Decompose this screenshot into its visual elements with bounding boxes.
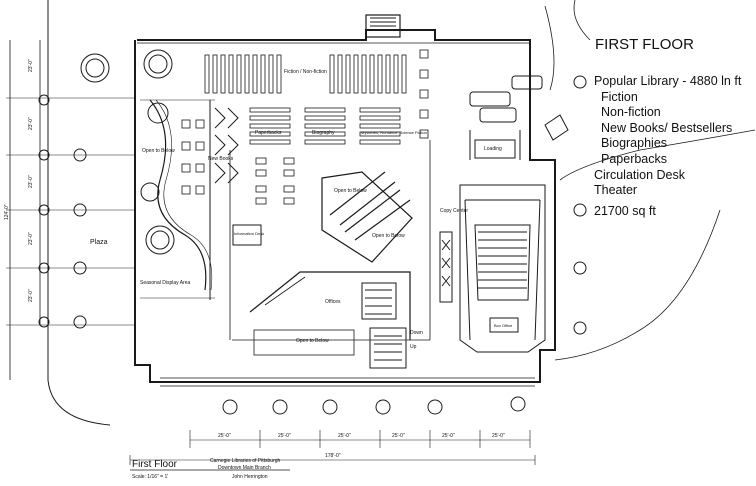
trees xyxy=(38,49,587,415)
dim-bay-1: 25'-0" xyxy=(218,433,231,439)
office-stair xyxy=(361,282,397,320)
road-curve xyxy=(544,0,591,91)
label-information-desk: Information Desk xyxy=(234,231,264,236)
dim-bay-2: 25'-0" xyxy=(278,433,291,439)
new-books-displays xyxy=(214,107,239,184)
legend-title: FIRST FLOOR xyxy=(595,36,694,53)
lower-stair xyxy=(369,327,407,369)
legend-item: Popular Library - 4880 ln ft xyxy=(594,74,742,88)
label-offices: Offices xyxy=(325,299,341,305)
paperback-shelves xyxy=(249,107,401,145)
label-biography: Biography xyxy=(312,130,335,136)
top-stair xyxy=(365,14,401,38)
legend-item: Non-fiction xyxy=(601,105,661,120)
legend-item: Fiction xyxy=(601,89,638,104)
legend-item: Circulation Desk xyxy=(594,167,686,182)
dim-side-2: 23'-0" xyxy=(28,117,34,130)
loading-dock xyxy=(474,139,516,159)
dim-total: 178'-0" xyxy=(325,453,341,459)
dim-side-1: 23'-0" xyxy=(28,59,34,72)
street-curve xyxy=(559,129,756,181)
label-seasonal-display: Seasonal Display Area xyxy=(140,280,191,286)
client-line-2: Downtown Main Branch xyxy=(218,465,271,471)
office-wall xyxy=(249,271,411,340)
legend-item: Biographies xyxy=(601,136,668,151)
label-plaza: Plaza xyxy=(90,239,108,246)
label-up: Up xyxy=(410,344,417,350)
site-boundary xyxy=(47,0,111,426)
label-new-books: Mysteries, Romance, Science Fiction xyxy=(361,130,427,135)
fiction-shelves xyxy=(204,54,407,94)
dim-side-5: 23'-0" xyxy=(28,289,34,302)
label-paperbacks: Paperbacks xyxy=(255,130,282,136)
label-open-below-1: Open to Below xyxy=(142,148,175,154)
label-open-below-3: Open to Below xyxy=(372,233,405,239)
legend-item: New Books/ Bestsellers xyxy=(601,120,733,135)
building-wall-main xyxy=(134,29,556,383)
curved-glass-wall xyxy=(149,99,207,291)
dim-side-3: 23'-0" xyxy=(28,175,34,188)
dim-height-total: 124'-0" xyxy=(4,204,10,220)
label-copy-center: Copy Center xyxy=(440,208,468,214)
dimension-lines xyxy=(129,430,536,465)
open-below-bottom xyxy=(253,329,355,356)
label-down: Down xyxy=(410,330,423,336)
theater xyxy=(459,184,546,353)
vehicles xyxy=(469,75,569,141)
drawing-scale: Scale: 1/16" = 1' xyxy=(132,474,168,480)
label-open-below-2: Open to Below xyxy=(334,188,367,194)
label-box-office: Box Office xyxy=(494,323,513,328)
dim-bay-4: 25'-0" xyxy=(392,433,405,439)
title-block: First Floor Scale: 1/16" = 1' Carnegie L… xyxy=(130,458,290,480)
legend-item: Paperbacks xyxy=(601,151,668,166)
drawing-title: First Floor xyxy=(132,459,178,470)
information-desk xyxy=(232,224,262,246)
dim-bay-6: 25'-0" xyxy=(492,433,505,439)
reading-tables xyxy=(181,49,429,205)
legend-item: Theater xyxy=(594,183,638,198)
dim-bay-3: 25'-0" xyxy=(338,433,351,439)
client-line-1: Carnegie Libraries of Pittsburgh xyxy=(210,458,281,464)
legend-area: 21700 sq ft xyxy=(594,204,656,218)
label-fiction-nonfiction: Fiction / Non-fiction xyxy=(284,69,327,75)
label-new-books-left: New Books xyxy=(208,156,234,162)
author: John Herrington xyxy=(232,474,268,480)
label-loading: Loading xyxy=(484,146,502,152)
escalator-atrium xyxy=(321,171,413,263)
dim-side-4: 23'-0" xyxy=(28,232,34,245)
label-open-below-4: Open to Below xyxy=(296,338,329,344)
elevator-core xyxy=(439,231,453,303)
dim-bay-5: 25'-0" xyxy=(442,433,455,439)
